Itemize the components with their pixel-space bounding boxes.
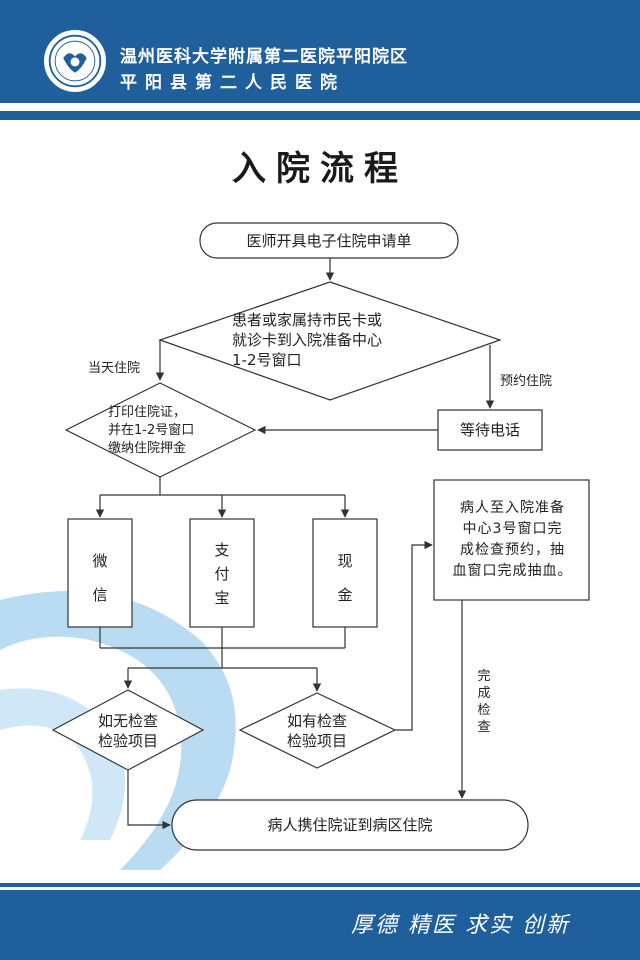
node-wait [437, 409, 543, 451]
node-has-exam-text: 如有检查 检验项目 [286, 712, 347, 750]
hospital-name-main: 温州医科大学附属第二医院平阳院区 [120, 47, 408, 67]
node-print-text: 打印住院证， 并在1-2号窗口 缴纳住院押金 [108, 405, 195, 456]
node-alipay [189, 518, 255, 628]
hospital-logo-icon [44, 30, 106, 92]
node-wechat [67, 518, 133, 628]
node-go-center-text: 患者或家属持市民卡或 就诊卡到入院准备中心 1-2号窗口 [232, 311, 383, 369]
node-exam [433, 479, 590, 601]
node-alipay-text: 支 付 宝 [214, 541, 230, 607]
node-wechat-text: 微 信 [92, 552, 108, 604]
page-title: 入院流程 [232, 149, 408, 189]
node-no-exam-text: 如无检查 检验项目 [97, 712, 158, 750]
node-go-center [158, 281, 502, 401]
header-stripe [0, 111, 640, 120]
node-apply-text: 医师开具电子住院申请单 [246, 232, 412, 250]
node-has-exam [238, 692, 397, 769]
hospital-name-sub: 平阳县第二人民医院 [120, 73, 345, 93]
footer-slogan: 厚德 精医 求实 创新 [351, 913, 570, 938]
node-cash-text: 现 金 [337, 552, 353, 604]
node-wait-text: 等待电话 [459, 421, 520, 439]
footer-divider [0, 883, 640, 887]
label-reserve: 预约住院 [500, 374, 553, 389]
label-done-exam: 完 成 检 查 [477, 669, 491, 735]
node-exam-text: 病人至入院准备 中心3号窗口完 成检查预约，抽 血窗口完成抽血。 [452, 500, 573, 579]
header-divider [0, 103, 640, 111]
header-bar [0, 0, 640, 103]
label-same-day: 当天住院 [88, 361, 141, 376]
node-apply [199, 222, 459, 259]
node-admit-text: 病人携住院证到病区住院 [267, 816, 433, 834]
footer-bar [0, 890, 640, 960]
node-admit [171, 799, 529, 851]
